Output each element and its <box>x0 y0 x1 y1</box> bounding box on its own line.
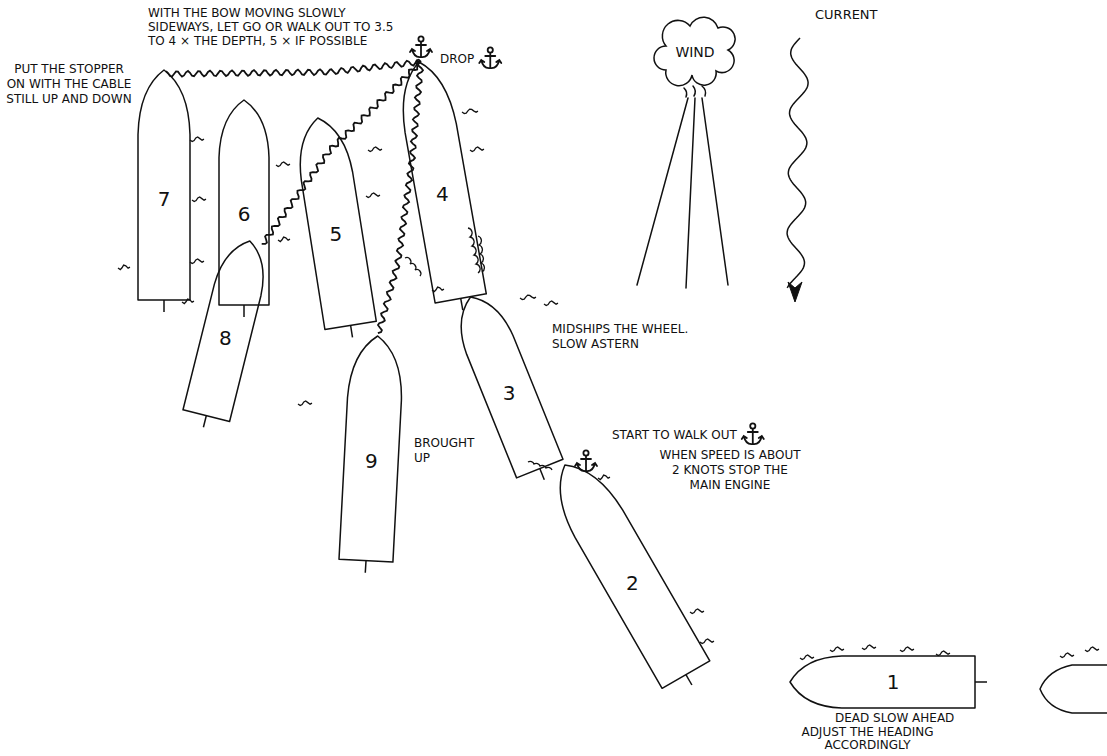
hull-line <box>300 118 376 330</box>
cloud-line <box>654 17 735 85</box>
cloud-text: WIND <box>675 45 714 59</box>
partial-ship <box>1040 665 1107 713</box>
water-ripple <box>1085 647 1099 652</box>
wind-cloud: WIND <box>648 10 744 88</box>
anchor-body <box>410 42 432 57</box>
rudder-line <box>461 298 463 310</box>
water-ripple <box>598 475 610 480</box>
hull-line <box>219 100 269 305</box>
ship-number: 8 <box>219 328 232 348</box>
ship-number: 9 <box>365 451 378 471</box>
water-ripple <box>190 137 204 142</box>
ship-hull: 8 <box>179 237 272 431</box>
water-ripple <box>470 147 484 152</box>
anchor-chain <box>166 60 421 77</box>
anchor-ring <box>488 47 493 52</box>
water-ripple <box>276 162 290 167</box>
rudder-line <box>203 415 206 427</box>
rudder-line <box>685 675 691 685</box>
ship-hull: 5 <box>292 114 380 341</box>
ship-number: 5 <box>330 224 343 244</box>
water-ripple <box>118 265 130 270</box>
water-ripple <box>700 639 714 644</box>
ship-number: 7 <box>158 189 171 209</box>
water-ripple <box>936 651 950 656</box>
water-ripple <box>544 301 558 306</box>
water-ripple <box>298 401 312 406</box>
wind-curl <box>684 86 706 97</box>
current-label: CURRENT <box>815 8 878 22</box>
water-ripple <box>366 193 380 198</box>
anchor-symbol <box>479 47 501 68</box>
ship-hull: 6 <box>215 96 273 321</box>
propeller-wash <box>405 258 421 276</box>
water-ripple <box>830 647 844 652</box>
anchor-ring <box>418 36 423 41</box>
rudder-line <box>350 326 352 338</box>
helm-note: MIDSHIPS THE WHEEL. SLOW ASTERN <box>552 322 727 352</box>
hull-line <box>461 297 563 478</box>
rudder-line <box>163 300 165 312</box>
ship-hull: 2 <box>548 461 714 692</box>
ship-number: 2 <box>626 573 639 593</box>
water-ripple <box>862 645 876 650</box>
ship-hull: 9 <box>335 332 406 577</box>
water-ripple <box>368 147 382 152</box>
stopper-note: PUT THE STOPPER ON WITH THE CABLE STILL … <box>4 62 134 107</box>
drop-note: DROP <box>440 52 474 66</box>
ship-hull: 4 <box>394 58 490 314</box>
wind-streak <box>637 98 688 285</box>
engine-note: WHEN SPEED IS ABOUT 2 KNOTS STOP THE MAI… <box>655 448 805 493</box>
instruction-note: WITH THE BOW MOVING SLOWLY SIDEWAYS, LET… <box>148 6 410 48</box>
water-ripple <box>800 655 814 660</box>
anchor-body <box>479 53 501 68</box>
current-line <box>787 38 808 288</box>
ship-number: 4 <box>436 184 449 204</box>
rudder-line <box>243 305 245 317</box>
wind-streak <box>702 98 728 285</box>
ship-hull: 3 <box>450 293 567 484</box>
water-ripple <box>462 109 478 113</box>
hull-line <box>138 70 190 300</box>
anchor-symbol <box>410 36 432 57</box>
rudder-line <box>365 560 367 572</box>
ship-hull: 1 <box>786 652 991 712</box>
wind-streak <box>686 98 695 288</box>
rudder-line <box>975 681 987 683</box>
rudder-line <box>540 469 545 480</box>
anchor-note: START TO WALK OUT <box>612 428 737 442</box>
ship-number: 6 <box>238 204 251 224</box>
water-ripple <box>690 609 704 614</box>
anchor-body <box>742 429 764 444</box>
water-ripple <box>900 647 914 652</box>
water-ripple <box>278 237 290 242</box>
water-ripple <box>192 197 206 202</box>
engine-order-note: DEAD SLOW AHEAD <box>835 711 954 725</box>
hull-line <box>183 241 263 422</box>
current-arrowhead <box>788 282 802 302</box>
anchor-symbol <box>742 423 764 444</box>
ship-number: 1 <box>887 672 900 692</box>
hull-line <box>339 336 401 562</box>
hull-line <box>790 656 975 708</box>
anchor-ring <box>583 450 588 455</box>
water-ripple <box>190 259 204 264</box>
hull-line <box>560 465 710 688</box>
ship-number: 3 <box>503 383 516 403</box>
water-ripple <box>520 295 536 299</box>
anchor-ring <box>750 423 755 428</box>
anchor-chain <box>262 62 421 244</box>
water-ripple <box>1060 653 1074 658</box>
hull-line <box>403 62 486 303</box>
brought-up-note: BROUGHT UP <box>414 436 476 466</box>
ship-hull: 7 <box>134 66 194 316</box>
heading-note: ADJUST THE HEADING ACCORDINGLY <box>770 726 965 752</box>
